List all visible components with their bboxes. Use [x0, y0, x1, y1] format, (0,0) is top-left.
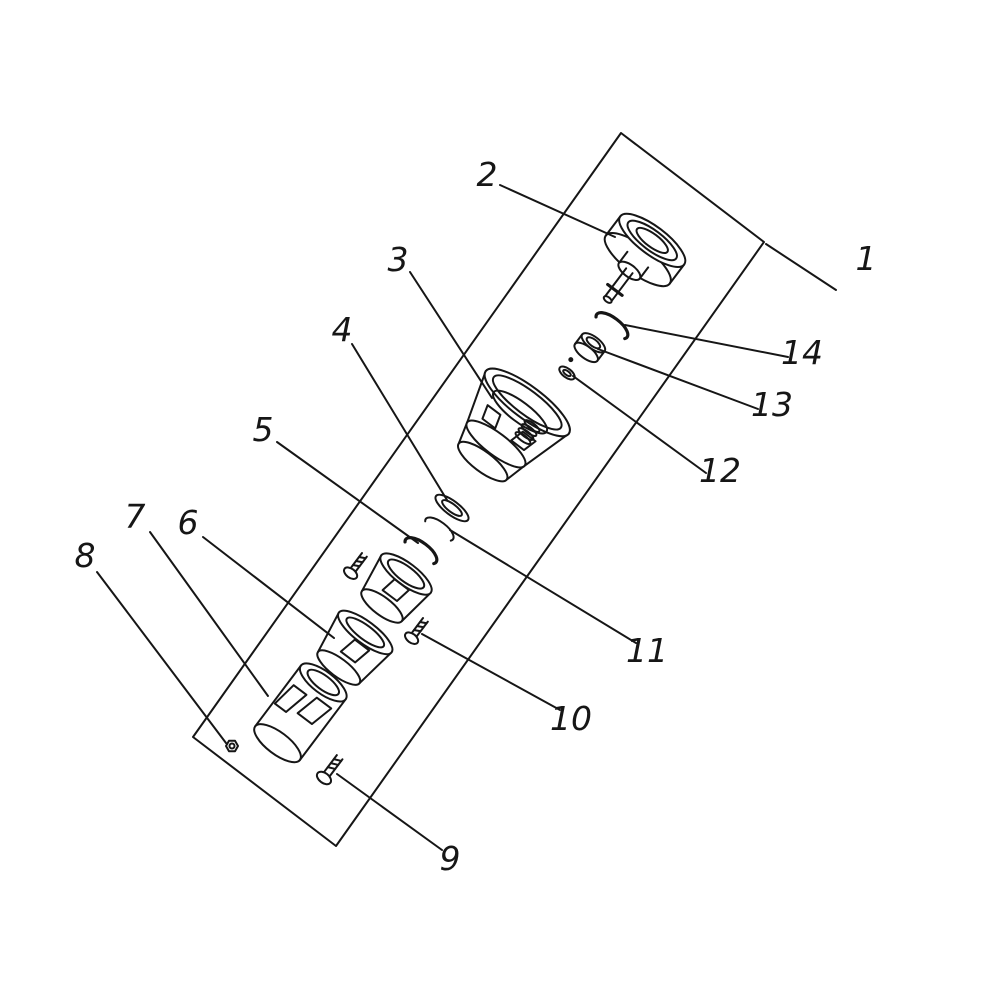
- nut-hex: [225, 739, 239, 753]
- drum-slot-bottom: [481, 404, 502, 430]
- part-ring-large: [403, 536, 439, 566]
- part-housing-upper: [360, 552, 433, 624]
- leader-lines: [96, 184, 837, 851]
- housing-cup-sides: [316, 611, 393, 685]
- knob-hub-face: [617, 260, 642, 281]
- drum-body-sides: [466, 370, 570, 467]
- part-cylinder: [253, 662, 348, 764]
- knob-ring-inner: [635, 226, 669, 254]
- cylinder-sides: [254, 664, 347, 762]
- screw-mid-head: [404, 631, 420, 645]
- assembly-frame: [192, 132, 765, 847]
- drum-spring-coil-4: [514, 431, 532, 445]
- part-nut: [225, 739, 239, 753]
- leader-7: [149, 531, 269, 697]
- housing-upper-window: [381, 578, 410, 603]
- part-label-7: 7: [125, 497, 146, 536]
- knob-shaft: [603, 267, 634, 303]
- leader-13: [597, 348, 759, 410]
- knob-ring-outer: [626, 219, 678, 262]
- drum-bore: [492, 389, 549, 435]
- cylinder-front-face: [298, 662, 348, 703]
- leader-4: [351, 343, 448, 501]
- stack-bore: [585, 336, 602, 350]
- part-label-10: 10: [550, 699, 592, 738]
- screw-lower-head: [315, 770, 333, 786]
- pin-washer-bore: [562, 368, 572, 378]
- drum-rim: [483, 367, 571, 438]
- housing-upper-sides: [360, 554, 432, 623]
- washer-bore: [441, 499, 463, 517]
- callout-numbers: 1 2 3 4 5 6 7 8 9 10 11 12 13 14: [75, 155, 877, 878]
- screw-lower-threads: [326, 758, 343, 770]
- housing-upper-bore: [386, 558, 426, 590]
- part-knob: [602, 212, 687, 304]
- part-label-13: 13: [751, 385, 793, 424]
- part-washer: [434, 493, 470, 523]
- part-circlip: [594, 311, 630, 341]
- pin-dot: [568, 357, 574, 363]
- leader-6: [202, 536, 335, 639]
- part-label-9: 9: [440, 839, 461, 878]
- screw-upper-head: [343, 566, 359, 580]
- part-washer-stack: [573, 332, 607, 364]
- part-label-11: 11: [626, 631, 668, 670]
- part-screw-upper: [343, 552, 368, 580]
- leader-9: [336, 773, 443, 851]
- drum-rim-inner: [491, 374, 563, 431]
- part-screw-mid: [404, 617, 429, 645]
- drum-slot-top: [510, 430, 537, 452]
- leader-14: [624, 324, 789, 358]
- knob-front-face: [618, 212, 687, 268]
- part-label-14: 14: [781, 333, 823, 372]
- part-label-1: 1: [856, 239, 877, 278]
- knob-shaft-end: [602, 295, 613, 304]
- part-pin-washer: [558, 357, 576, 381]
- part-label-6: 6: [178, 503, 199, 542]
- knob-side-lines: [604, 215, 686, 285]
- washer-face: [434, 493, 470, 523]
- part-label-8: 8: [75, 536, 96, 575]
- nut-bore: [228, 742, 236, 750]
- screw-upper-threads: [352, 556, 367, 568]
- cylinder-window-top: [296, 696, 333, 726]
- pin-washer-face: [558, 365, 576, 381]
- circlip-ring: [594, 311, 630, 341]
- knob-shaft-pin: [606, 282, 624, 297]
- leader-12: [572, 375, 707, 474]
- ring-small-curve: [424, 516, 455, 542]
- housing-cup-bore: [345, 616, 386, 649]
- leader-1: [765, 243, 837, 291]
- part-drum: [457, 367, 571, 483]
- leader-8: [96, 571, 227, 744]
- leader-3: [409, 271, 493, 399]
- part-label-5: 5: [253, 410, 274, 449]
- part-label-12: 12: [699, 451, 741, 490]
- part-screw-lower: [315, 754, 344, 786]
- cylinder-window-bottom: [273, 684, 308, 713]
- ring-large-curve: [403, 536, 439, 566]
- leader-11: [449, 529, 637, 644]
- screw-mid-threads: [413, 621, 428, 633]
- cylinder-bore: [306, 668, 341, 697]
- part-ring-small: [424, 516, 455, 542]
- part-housing-cup: [316, 609, 394, 686]
- leader-10: [421, 633, 561, 711]
- part-label-3: 3: [388, 240, 409, 279]
- leader-5: [276, 441, 419, 544]
- part-label-4: 4: [332, 310, 353, 349]
- housing-cup-window: [339, 638, 371, 664]
- leader-2: [499, 184, 616, 238]
- part-label-2: 2: [477, 155, 498, 194]
